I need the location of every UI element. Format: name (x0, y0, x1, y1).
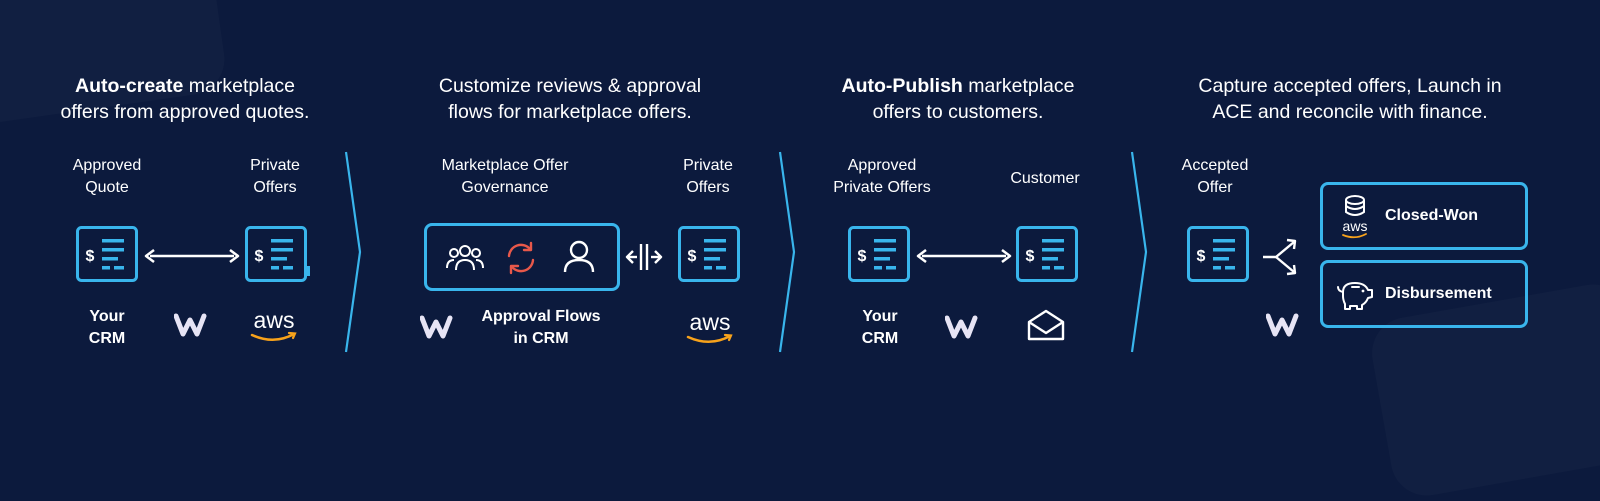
double-arrow-icon (144, 249, 240, 263)
database-icon: aws (1342, 195, 1368, 239)
workato-logo-icon (420, 314, 454, 342)
section-4-header: Capture accepted offers, Launch in ACE a… (1198, 75, 1502, 123)
dollar-document-icon (1016, 226, 1078, 282)
dollar-document-icon (76, 226, 138, 282)
workato-logo-icon (174, 312, 208, 340)
user-icon (563, 240, 595, 273)
split-sync-icon (625, 244, 663, 270)
workato-logo-icon (945, 314, 979, 342)
dollar-document-icon (678, 226, 740, 282)
dollar-document-icon (848, 226, 910, 282)
users-icon (446, 245, 484, 271)
closed-won-box: aws Closed-Won (1320, 182, 1528, 250)
piggy-bank-icon (1337, 282, 1373, 310)
dollar-document-icon (1187, 226, 1249, 282)
dollar-document-icon (245, 226, 310, 282)
branch-arrow-icon (1263, 238, 1297, 276)
aws-logo-icon (250, 308, 297, 342)
closed-won-label: Closed-Won (1385, 207, 1479, 224)
disbursement-box: Disbursement (1320, 260, 1528, 328)
section-1-header: Auto-create marketplace offers from appr… (60, 75, 310, 123)
envelope-icon (1027, 309, 1065, 341)
section-3-header: Auto-Publish marketplace offers to custo… (841, 75, 1075, 123)
chevron-right-icon (1130, 150, 1148, 354)
workato-logo-icon (1266, 312, 1300, 340)
section-2-header: Customize reviews & approval flows for m… (438, 75, 702, 123)
chevron-right-icon (778, 150, 796, 354)
governance-box (424, 223, 620, 291)
aws-logo-icon (686, 310, 733, 344)
disbursement-label: Disbursement (1385, 285, 1492, 302)
sync-icon (507, 241, 535, 275)
customer-label: Customer (1010, 170, 1080, 187)
aws-logo-icon: aws (1343, 218, 1368, 234)
chevron-right-icon (344, 150, 362, 354)
double-arrow-icon (916, 249, 1012, 263)
